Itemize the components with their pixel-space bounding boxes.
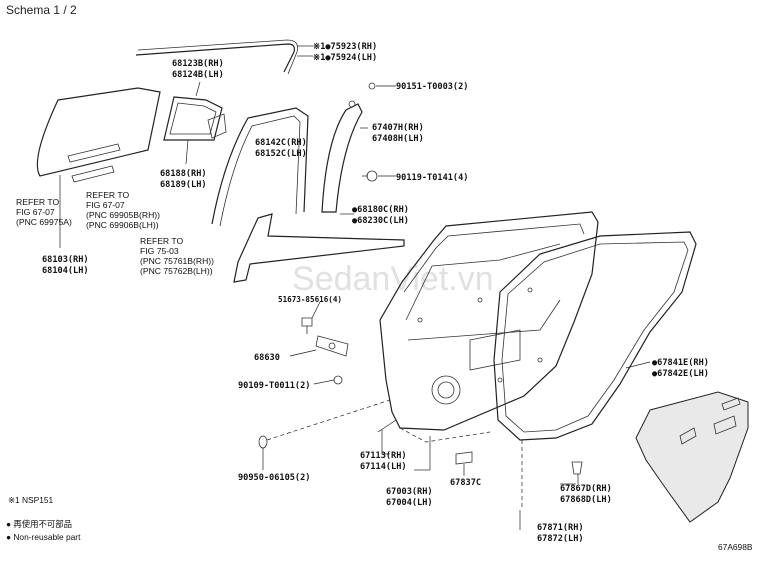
label-68188: 68188(RH) <box>160 169 207 179</box>
part-bolt-90109 <box>333 375 343 385</box>
part-service-hole-cover <box>635 391 749 523</box>
ref2-line4: (PNC 69906B(LH)) <box>86 220 159 230</box>
label-67842e: ●67842E(LH) <box>652 369 709 379</box>
label-90151: 90151-T0003(2) <box>396 82 468 92</box>
label-67841e: ●67841E(RH) <box>652 358 709 368</box>
ref1-line3: (PNC 69975A) <box>16 217 72 227</box>
label-68104: 68104(LH) <box>42 266 89 276</box>
label-68230c: ●68230C(LH) <box>352 216 409 226</box>
part-lower-channel <box>233 213 405 283</box>
ref3-line4: (PNC 75762B(LH)) <box>140 266 213 276</box>
label-90119: 90119-T0141(4) <box>396 173 468 183</box>
label-67004: 67004(LH) <box>386 498 433 508</box>
label-68123b: 68123B(RH) <box>172 59 224 69</box>
label-67114: 67114(LH) <box>360 462 407 472</box>
part-quarter-glass <box>163 96 223 141</box>
label-67872: 67872(LH) <box>537 534 584 544</box>
ref2-line3: (PNC 69905B(RH)) <box>86 210 160 220</box>
label-67867d: 67867D(RH) <box>560 484 612 494</box>
viewer-header: Schema 1 / 2 <box>0 0 766 22</box>
label-90950: 90950-06105(2) <box>238 473 310 483</box>
label-68124b: 68124B(LH) <box>172 70 224 80</box>
label-67003: 67003(RH) <box>386 487 433 497</box>
label-68142c: 68142C(RH) <box>255 138 307 148</box>
label-68103: 68103(RH) <box>42 255 89 265</box>
label-67868d: 67868D(LH) <box>560 495 612 505</box>
ref3-line2: FIG 75-03 <box>140 246 179 256</box>
part-door-glass <box>36 87 161 183</box>
ref1-line2: FIG 67-07 <box>16 207 55 217</box>
ref2-line2: FIG 67-07 <box>86 200 125 210</box>
label-68630: 68630 <box>254 353 280 363</box>
part-door-panel <box>379 211 599 431</box>
part-bolt-90119 <box>362 170 378 182</box>
part-hole-plug <box>258 435 268 449</box>
label-51673: 51673-85616(4) <box>278 295 342 304</box>
label-75923: ※1●75923(RH) <box>313 42 377 52</box>
note-reuse-en: ● Non-reusable part <box>6 532 81 542</box>
part-run-channel <box>211 107 309 227</box>
label-68180c: ●68180C(RH) <box>352 205 409 215</box>
label-68189: 68189(LH) <box>160 180 207 190</box>
label-67837c: 67837C <box>450 478 481 488</box>
ref1-line1: REFER TO <box>16 197 59 207</box>
label-67407h: 67407H(RH) <box>372 123 424 133</box>
part-clip-67837c <box>455 451 473 465</box>
label-67113: 67113(RH) <box>360 451 407 461</box>
part-glass-bracket <box>207 113 227 139</box>
diagram-code: 67A698B <box>718 542 753 552</box>
label-90109: 90109-T0011(2) <box>238 381 310 391</box>
label-75924: ※1●75924(LH) <box>313 53 377 63</box>
label-68152c: 68152C(LH) <box>255 149 307 159</box>
note-nsp: ※1 NSP151 <box>8 495 54 505</box>
schema-page-title: Schema 1 / 2 <box>6 3 77 17</box>
part-division-bar <box>321 82 376 213</box>
label-67408h: 67408H(LH) <box>372 134 424 144</box>
label-67871: 67871(RH) <box>537 523 584 533</box>
part-bolt-51673 <box>301 317 313 334</box>
part-clip-67867d <box>571 461 583 475</box>
watermark-text: SedanViet.vn <box>292 260 494 298</box>
ref2-line1: REFER TO <box>86 190 129 200</box>
part-check-assembly <box>315 335 349 357</box>
part-belt-moulding <box>135 39 298 75</box>
note-reuse-jp: ● 再使用不可部品 <box>6 519 72 529</box>
ref3-line3: (PNC 75761B(RH)) <box>140 256 214 266</box>
part-door-weatherstrip <box>493 231 697 441</box>
ref3-line1: REFER TO <box>140 236 183 246</box>
